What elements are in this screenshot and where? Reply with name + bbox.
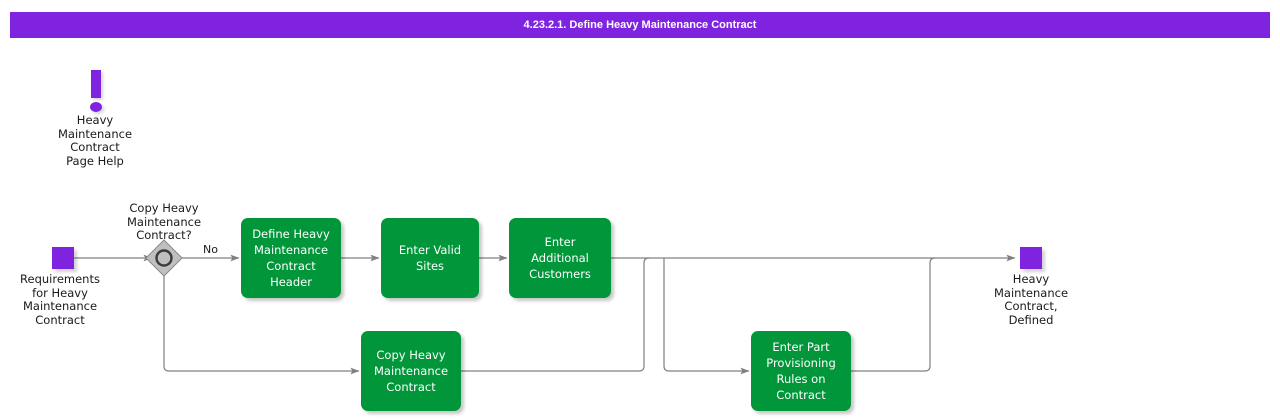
exclamation-bar [91,70,101,98]
start-event-label: Requirements for Heavy Maintenance Contr… [20,272,100,327]
edge-part-provisioning-to-main [851,257,936,372]
end-event-node[interactable] [1020,247,1042,269]
gateway-shape[interactable] [145,239,183,277]
edge-label-no: No [203,243,218,256]
page-title: 4.23.2.1. Define Heavy Maintenance Contr… [523,19,757,31]
task-label: Enter Valid Sites [398,243,462,273]
task-label: Define Heavy Maintenance Contract Header [252,227,330,289]
gateway-label: Copy Heavy Maintenance Contract? [126,201,202,242]
task-enter-part-provisioning-rules-on-contract[interactable]: Enter Part Provisioning Rules on Contrac… [751,331,851,411]
edge-gateway-to-copy-contract [163,272,360,375]
edge-copy-contract-to-main [461,257,650,372]
task-copy-heavy-maintenance-contract[interactable]: Copy Heavy Maintenance Contract [361,331,461,411]
page-help-label: Heavy Maintenance Contract Page Help [57,113,133,168]
end-event-label: Heavy Maintenance Contract, Defined [993,272,1069,327]
edge-main-to-part-provisioning [663,258,750,375]
task-label: Enter Part Provisioning Rules on Contrac… [766,340,836,402]
task-enter-additional-customers[interactable]: Enter Additional Customers [509,218,611,298]
task-enter-valid-sites[interactable]: Enter Valid Sites [381,218,479,298]
task-define-heavy-maintenance-contract-header[interactable]: Define Heavy Maintenance Contract Header [241,218,341,298]
exclamation-dot [90,102,102,112]
task-label: Copy Heavy Maintenance Contract [373,348,449,394]
page-title-bar: 4.23.2.1. Define Heavy Maintenance Contr… [10,12,1270,38]
exclamation-icon[interactable] [83,70,109,116]
start-event-node[interactable] [52,247,74,269]
task-label: Enter Additional Customers [529,235,591,281]
